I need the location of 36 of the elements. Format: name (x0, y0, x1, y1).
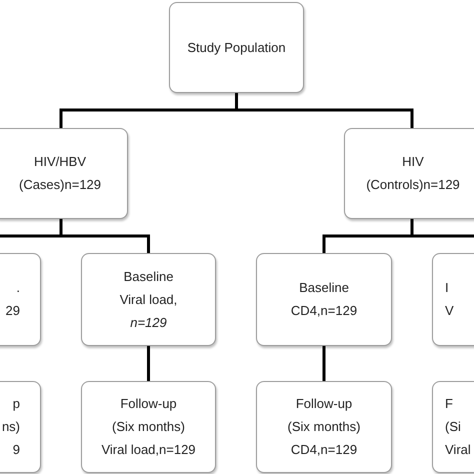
rounded-box (0, 128, 128, 219)
rounded-box (169, 2, 304, 93)
box-text: (Six months) (288, 419, 360, 435)
connector-line (60, 219, 150, 253)
box-text: 9 (12, 442, 20, 458)
box-text: 29 (6, 303, 20, 319)
box-text: I (445, 280, 449, 296)
box-text: . (16, 280, 20, 296)
rounded-box (81, 381, 216, 473)
box-text: (Cases)n=129 (18, 177, 102, 193)
box-text: n=129 (130, 314, 167, 330)
box-text: Viral load, (120, 292, 178, 308)
rounded-box (344, 128, 474, 219)
rounded-box (256, 253, 392, 346)
box-text: HIV (402, 154, 424, 170)
box-text: CD4,n=129 (290, 303, 358, 319)
box-text: p (12, 396, 20, 412)
box-text: Baseline (299, 280, 349, 296)
box-text: Baseline (124, 268, 174, 284)
box-text: Follow-up (296, 396, 352, 412)
rounded-box (81, 253, 216, 346)
box-text: HIV/HBV (34, 154, 86, 170)
connector-line (147, 346, 150, 381)
box-text: (Six months) (112, 419, 185, 435)
box-text: Study Population (187, 40, 286, 56)
connector-line (322, 346, 326, 381)
rounded-box (256, 381, 392, 473)
box-text: CD4,n=129 (290, 442, 358, 458)
box-text: V (445, 303, 454, 319)
box-text: Viral (445, 442, 471, 458)
box-text: ns) (2, 419, 20, 435)
box-text: Viral load,n=129 (101, 442, 196, 458)
box-text: F (445, 396, 453, 412)
box-text: (Si (445, 419, 461, 435)
box-text: (Controls)n=129 (366, 177, 460, 193)
box-text: Follow-up (120, 396, 177, 412)
